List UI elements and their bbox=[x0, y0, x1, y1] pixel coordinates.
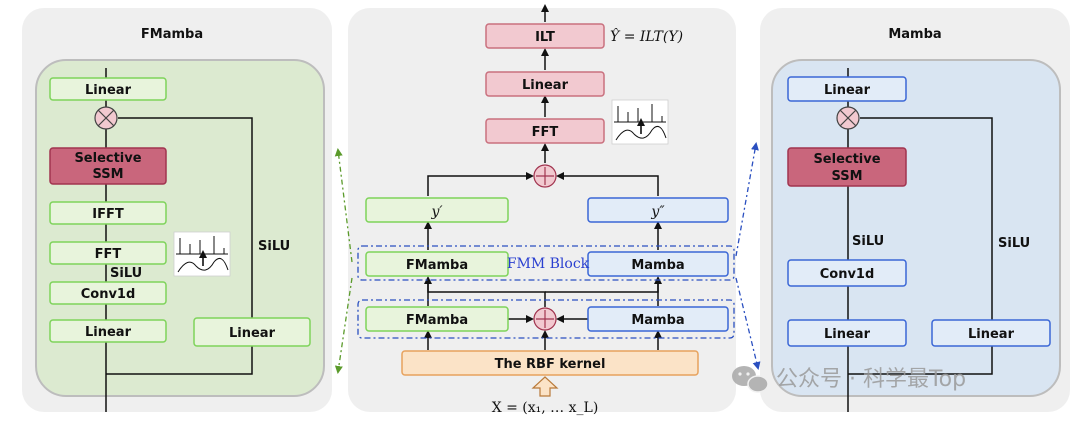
right-conv1d-box bbox=[787, 259, 907, 287]
left-panel-title: FMamba bbox=[141, 27, 203, 42]
left-silu-right: SiLU bbox=[258, 239, 290, 254]
left-linear-top-label: Linear bbox=[85, 83, 132, 98]
center-linear-box bbox=[485, 71, 605, 97]
left-conv1d-box bbox=[49, 281, 167, 305]
left-ifft-box bbox=[49, 201, 167, 225]
right-branch-line bbox=[848, 117, 993, 375]
input-hollow-arrow-icon bbox=[531, 376, 559, 397]
fmamba-detail: Linear Selective SSM IFFT FFT SiLU Conv1… bbox=[49, 68, 311, 412]
ilt-label: ILT bbox=[535, 30, 555, 45]
y-double-prime-label: y″ bbox=[650, 204, 665, 220]
center-pipeline: ILT Ŷ = ILT(Y) Linear FFT y′ y″ bbox=[357, 4, 735, 416]
blue-dashed-connector-down bbox=[735, 277, 761, 370]
left-linear-bottom-left bbox=[49, 319, 167, 343]
right-selective-ssm bbox=[787, 147, 907, 187]
rbf-kernel-label: The RBF kernel bbox=[495, 357, 606, 372]
green-dashed-connector-up bbox=[334, 148, 353, 263]
fmamba-upper-label: FMamba bbox=[406, 258, 468, 273]
left-linear-bottom-right-label: Linear bbox=[229, 326, 276, 341]
left-linear-bottom-right bbox=[193, 317, 311, 347]
fmm-block-label: FMM Block bbox=[507, 256, 590, 272]
input-equation: X = (x₁, … x_L) bbox=[492, 400, 599, 416]
left-linear-top bbox=[49, 77, 167, 101]
left-selective-ssm bbox=[49, 147, 167, 185]
left-fft-box bbox=[49, 241, 167, 265]
left-ssm-line2: SSM bbox=[92, 167, 123, 182]
lower-block-outline bbox=[357, 299, 735, 339]
left-branch-line bbox=[106, 117, 253, 375]
right-linear-bottom-right-label: Linear bbox=[968, 327, 1015, 342]
left-fft-label: FFT bbox=[95, 247, 122, 262]
left-ifft-label: IFFT bbox=[92, 207, 124, 222]
right-linear-bottom-left bbox=[787, 319, 907, 347]
ilt-box bbox=[485, 23, 605, 49]
y-prime-label: y′ bbox=[430, 204, 443, 220]
left-linear-bottom-left-label: Linear bbox=[85, 325, 132, 340]
right-ssm-line1: Selective bbox=[813, 152, 880, 167]
fmm-block-outline bbox=[357, 245, 735, 281]
y-prime-box bbox=[365, 197, 509, 223]
right-silu-right: SiLU bbox=[998, 236, 1030, 251]
right-conv1d-label: Conv1d bbox=[820, 267, 875, 282]
y-double-prime-box bbox=[587, 197, 729, 223]
blue-dashed-connector-up bbox=[735, 142, 759, 257]
spectrum-icon-left bbox=[173, 231, 231, 277]
right-linear-top-label: Linear bbox=[824, 83, 871, 98]
left-conv1d-label: Conv1d bbox=[81, 287, 136, 302]
center-fft-box bbox=[485, 118, 605, 144]
right-inner-panel bbox=[771, 59, 1061, 397]
ilt-equation: Ŷ = ILT(Y) bbox=[610, 27, 683, 45]
mamba-lower-label: Mamba bbox=[631, 313, 684, 328]
right-silu-center: SiLU bbox=[852, 234, 884, 249]
right-panel-title: Mamba bbox=[888, 27, 941, 42]
mamba-detail: Linear Selective SSM SiLU SiLU Conv1d Li… bbox=[787, 68, 1051, 412]
rbf-kernel-box bbox=[401, 350, 699, 376]
center-fft-label: FFT bbox=[532, 125, 559, 140]
mamba-upper-label: Mamba bbox=[631, 258, 684, 273]
watermark: 公众号 · 科学最Top bbox=[732, 366, 966, 393]
fmamba-lower-label: FMamba bbox=[406, 313, 468, 328]
mamba-lower-box bbox=[587, 306, 729, 332]
fmamba-upper-box bbox=[365, 251, 509, 277]
right-linear-bottom-right bbox=[931, 319, 1051, 347]
spectrum-icon-center bbox=[611, 99, 669, 145]
fmamba-lower-box bbox=[365, 306, 509, 332]
right-ssm-line2: SSM bbox=[831, 169, 862, 184]
wechat-icon bbox=[732, 366, 769, 393]
green-dashed-connector-down bbox=[334, 277, 353, 374]
left-ssm-line1: Selective bbox=[74, 151, 141, 166]
center-linear-label: Linear bbox=[522, 78, 569, 93]
left-silu-small: SiLU bbox=[110, 266, 142, 281]
watermark-text: 公众号 · 科学最Top bbox=[776, 367, 966, 392]
right-linear-bottom-left-label: Linear bbox=[824, 327, 871, 342]
right-linear-top bbox=[787, 76, 907, 102]
mamba-upper-box bbox=[587, 251, 729, 277]
